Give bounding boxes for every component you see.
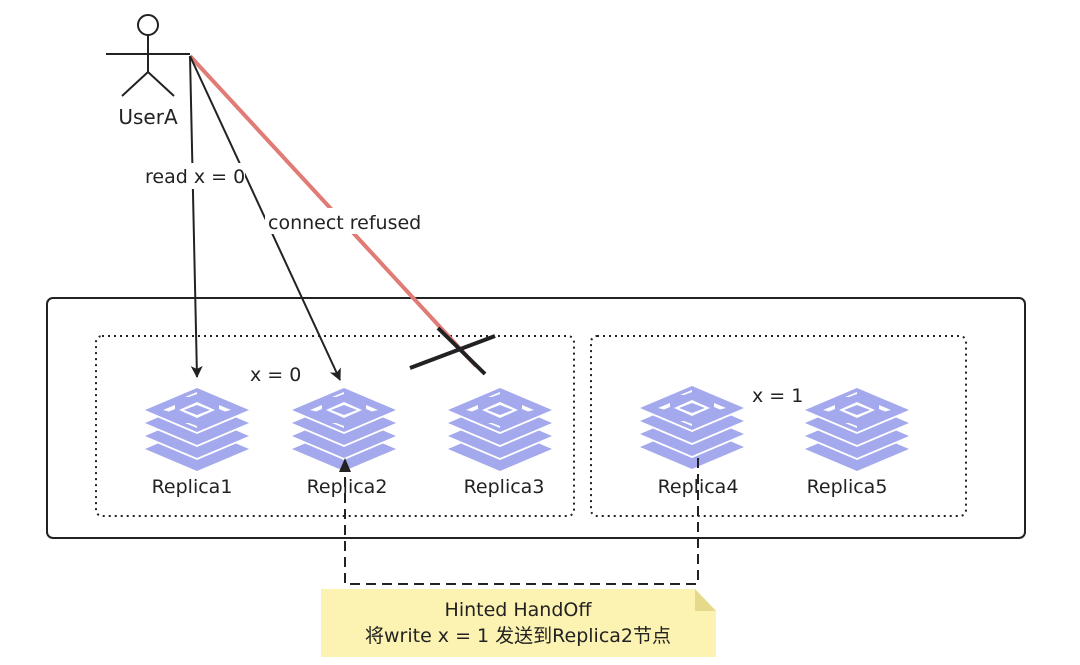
group-a-value-label: x = 0 [250, 364, 301, 386]
replica5-label: Replica5 [807, 476, 888, 498]
replica1-label: Replica1 [152, 476, 233, 498]
note-description: 将write x = 1 发送到Replica2节点 [365, 625, 671, 647]
replica3-server-icon [448, 388, 552, 471]
replica3-label: Replica3 [464, 476, 545, 498]
replica-group-b [590, 335, 967, 517]
user-actor: UserA [106, 14, 190, 129]
read-arrow-replica1 [189, 55, 203, 378]
replica1-server-icon [145, 388, 249, 471]
actor-left-leg [121, 71, 149, 97]
note-title: Hinted HandOff [445, 599, 593, 621]
replica4-server-icon [640, 386, 744, 469]
replica2-label: Replica2 [307, 476, 388, 498]
read-label-group: read x = 0 [140, 163, 245, 189]
actor-head [137, 14, 159, 36]
connect-label-group: connect refused [265, 208, 425, 234]
hinted-handoff-note: Hinted HandOff 将write x = 1 发送到Replica2节… [321, 589, 716, 657]
group-b-value-label: x = 1 [752, 385, 803, 407]
replica4-label: Replica4 [658, 476, 739, 498]
connect-refused-label: connect refused [268, 212, 421, 234]
replica-group-a [95, 335, 575, 517]
actor-right-leg [147, 71, 175, 97]
refused-x-mark [409, 326, 496, 376]
replica2-server-icon [292, 388, 396, 471]
note-background [321, 589, 716, 657]
note-fold [695, 589, 716, 611]
cluster-container [46, 297, 1026, 539]
actor-name: UserA [118, 105, 178, 129]
replica5-server-icon [805, 388, 909, 471]
hinted-handoff-arrowhead [339, 458, 351, 472]
read-label: read x = 0 [145, 166, 245, 188]
